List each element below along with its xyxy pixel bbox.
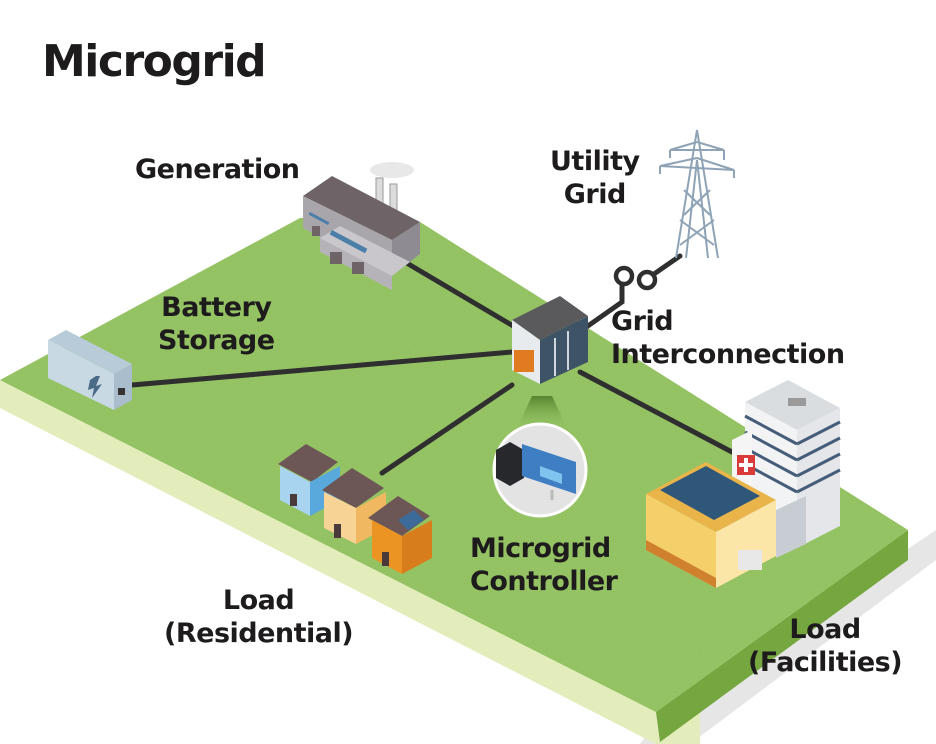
label-load-facilities-line2: (Facilities) — [748, 646, 903, 678]
controller-building-icon — [512, 296, 588, 384]
line-facilities — [577, 369, 735, 455]
label-load-residential: Load (Residential) — [164, 585, 354, 651]
line-battery — [129, 349, 515, 388]
label-utility-grid-line1: Utility — [550, 146, 640, 177]
label-generation-text: Generation — [135, 154, 300, 185]
label-load-residential-line2: (Residential) — [164, 617, 354, 649]
hospital-icon — [646, 380, 841, 588]
line-interconnection — [582, 282, 625, 331]
house-orange — [368, 496, 432, 574]
label-microgrid-controller: Microgrid Controller — [470, 533, 618, 599]
houses-icon — [278, 444, 432, 574]
label-battery-storage-line2: Storage — [158, 324, 275, 356]
platform-side-right — [656, 530, 908, 742]
connection-lines — [129, 253, 735, 476]
label-grid-interconnection-line2: Interconnection — [611, 338, 845, 370]
label-utility-grid-line2: Grid — [563, 178, 627, 210]
label-utility-grid: Utility Grid — [550, 146, 640, 212]
label-battery-storage: Battery Storage — [158, 292, 275, 358]
battery-container-icon — [48, 330, 132, 410]
line-to-tower — [651, 253, 683, 277]
label-grid-interconnection-line1: Grid — [611, 306, 674, 337]
controller-beam — [516, 396, 568, 430]
label-grid-interconnection: Grid Interconnection — [611, 306, 845, 372]
label-microgrid-controller-line1: Microgrid — [470, 533, 611, 564]
label-load-residential-line1: Load — [222, 585, 295, 616]
label-generation: Generation — [135, 154, 300, 187]
line-residential — [379, 382, 515, 476]
factory-icon — [303, 162, 420, 290]
computer-workstation-icon — [492, 422, 588, 518]
platform-top — [0, 218, 908, 712]
transmission-tower-icon — [659, 129, 735, 259]
platform-side-left — [0, 380, 700, 744]
label-battery-storage-line1: Battery — [161, 292, 272, 323]
label-microgrid-controller-line2: Controller — [470, 565, 618, 597]
switch-icon — [613, 265, 658, 291]
line-generation — [402, 259, 523, 333]
label-load-facilities: Load (Facilities) — [748, 614, 903, 680]
page-title: Microgrid — [42, 36, 267, 87]
label-load-facilities-line1: Load — [789, 614, 861, 645]
